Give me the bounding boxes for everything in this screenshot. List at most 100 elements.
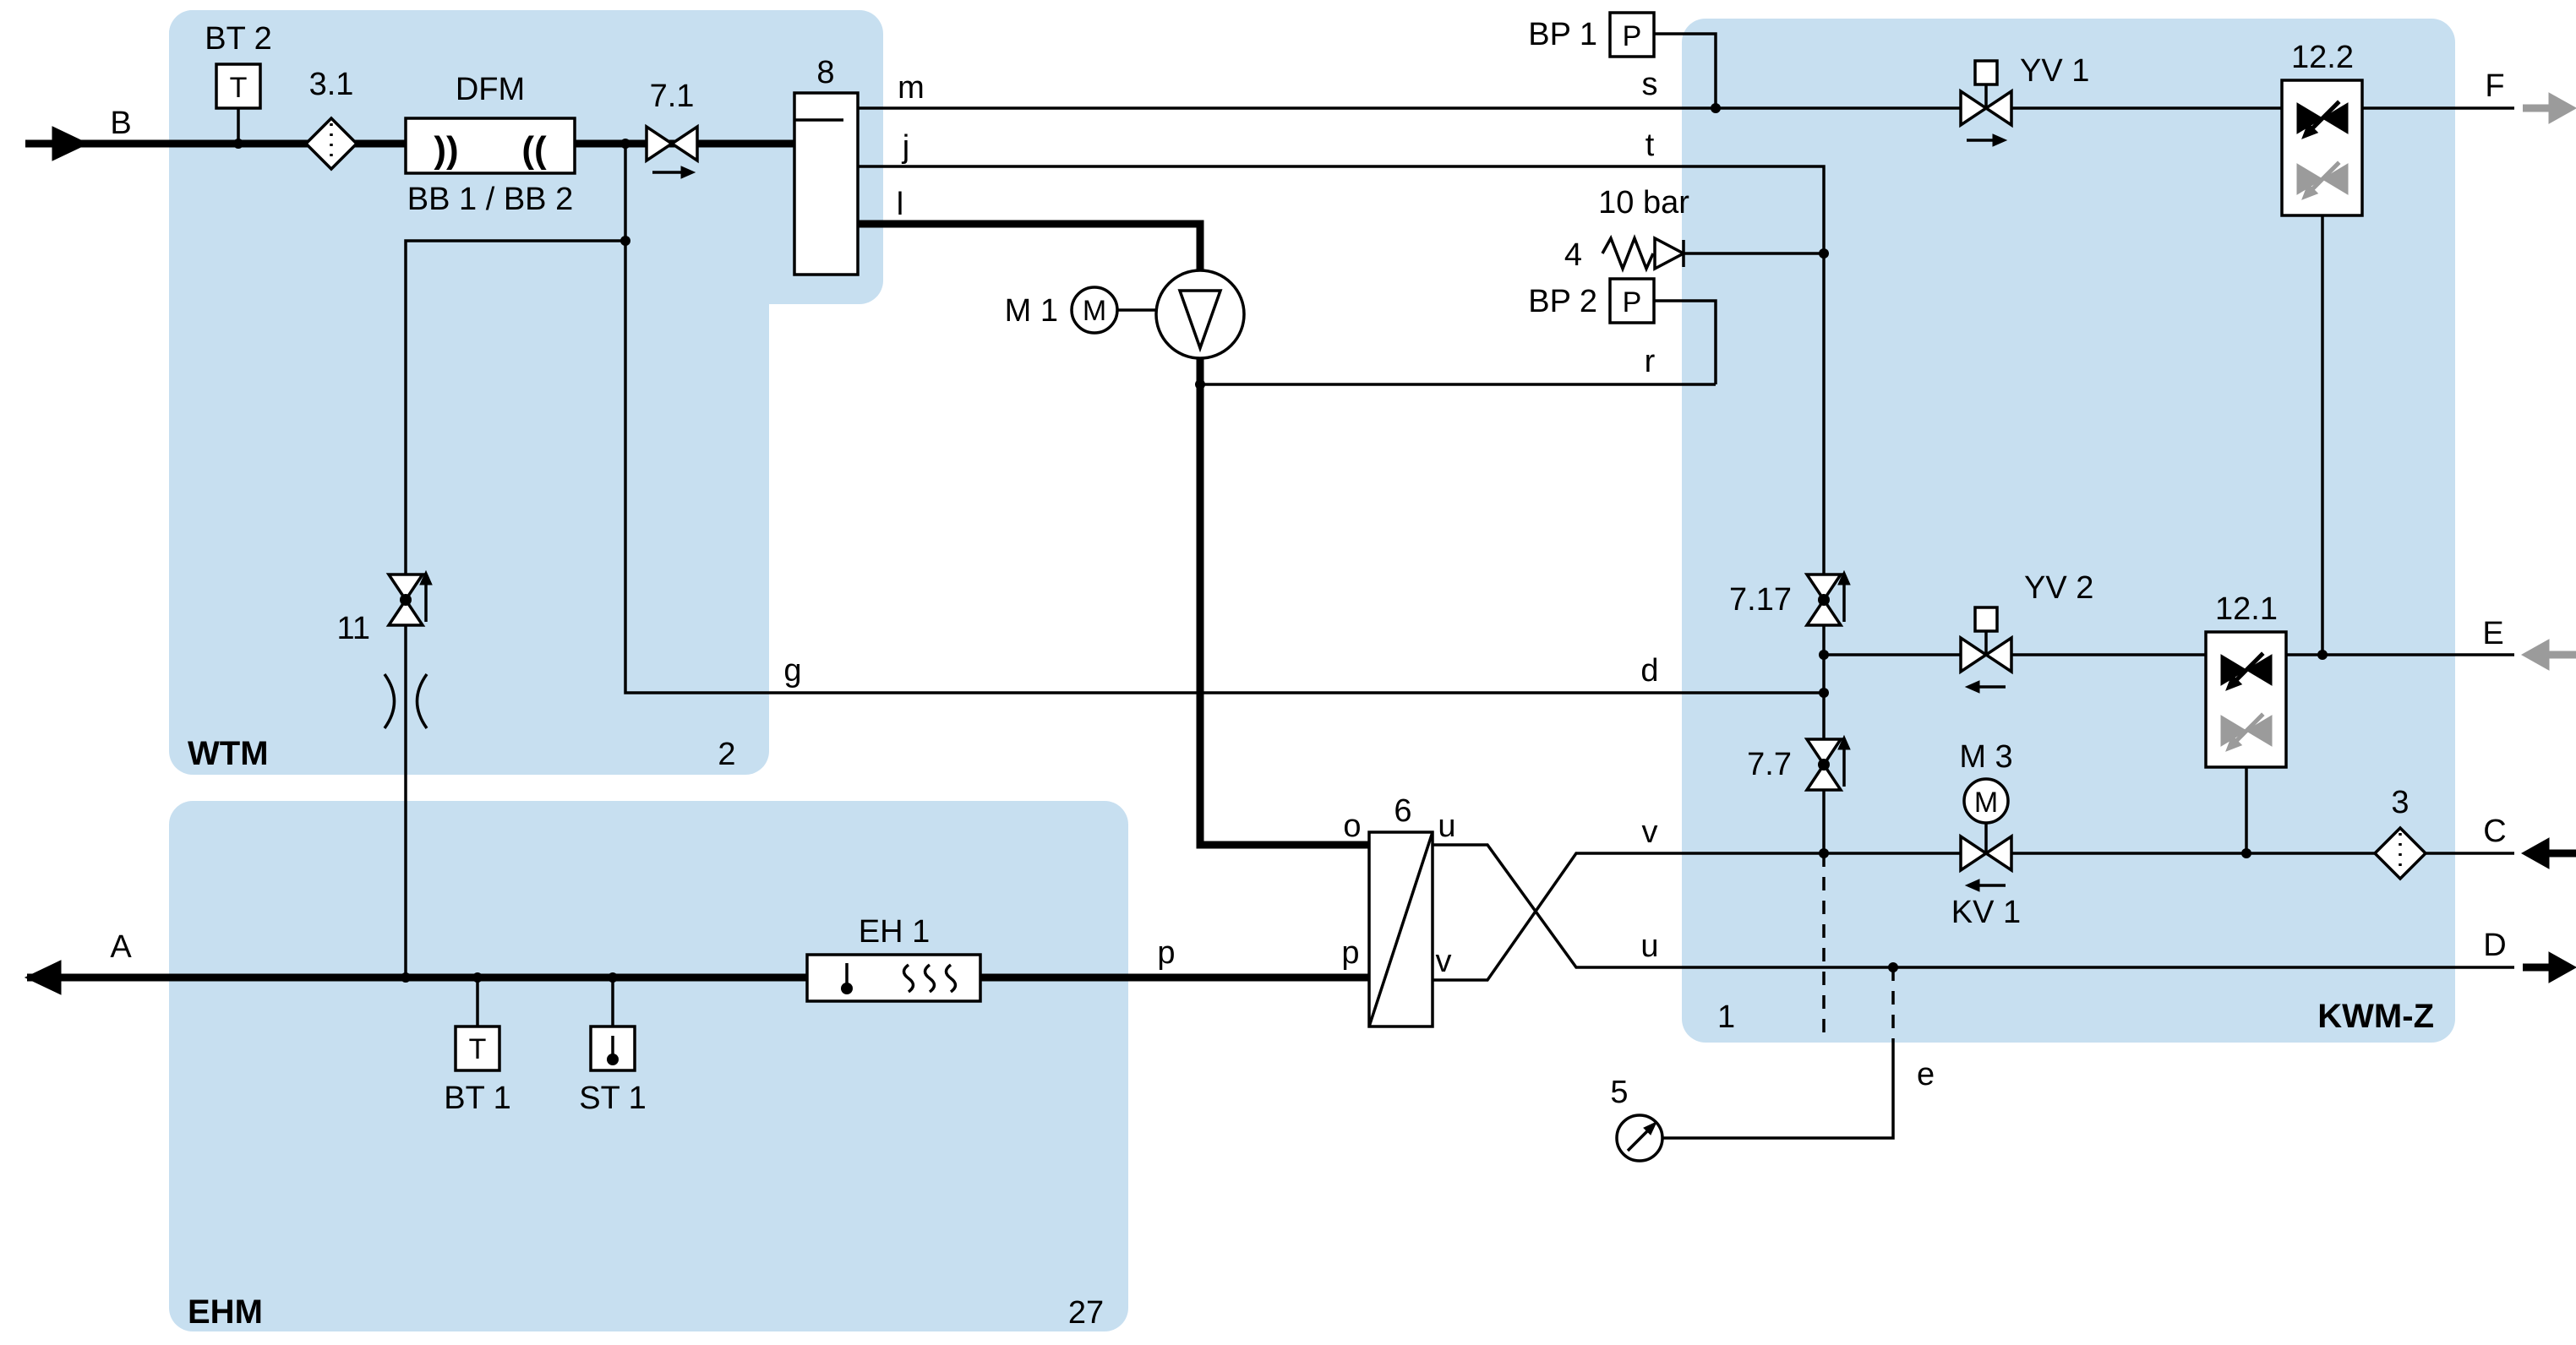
line-e: e [1917, 1057, 1935, 1092]
valve-body [1804, 761, 1844, 792]
filter-3-1: 3.1 [303, 67, 359, 172]
pressure-sensor-bp2: P BP 2 [1528, 277, 1656, 324]
hx-divider [1367, 831, 1434, 1027]
dfm-label: DFM [456, 72, 525, 107]
bp2-label: BP 2 [1528, 284, 1597, 319]
heater-eh1: EH 1 [805, 914, 982, 1003]
line-v-port: v [1436, 944, 1452, 979]
bt1-label: BT 1 [444, 1081, 511, 1116]
restrictor-arc [383, 672, 396, 730]
pipe-e-gauge-line [1662, 1043, 1895, 1140]
junction [1195, 379, 1205, 389]
check-arrow-black [2301, 100, 2341, 139]
inlet-arrow-e [2520, 639, 2550, 671]
arrow-head [2225, 734, 2243, 752]
actuator [1973, 59, 1999, 86]
module-wtm-name: WTM [188, 735, 269, 772]
motor-glyph: M [1974, 787, 1998, 819]
filter-3-label: 3 [2391, 785, 2409, 820]
bp1-label: BP 1 [1528, 17, 1597, 52]
module-wtm-number: 2 [718, 737, 735, 772]
arrow-head [2301, 182, 2319, 200]
valve-body [1959, 833, 1989, 874]
filter-3: 3 [2372, 785, 2428, 881]
flow-arrow-head [1964, 879, 1980, 892]
valve-body [1983, 634, 2013, 675]
line-p: p [1157, 935, 1175, 971]
check-valve-gray [2246, 715, 2273, 747]
pipe-valve11-branch [404, 239, 625, 977]
arrow-shaft [2235, 651, 2265, 682]
block-121-label: 12.1 [2215, 591, 2278, 627]
port-a: A [110, 929, 132, 965]
region-kwmz [1682, 19, 2455, 1043]
pipe-v-cross-to-c [1433, 852, 2514, 982]
m1-label: M 1 [1005, 293, 1058, 329]
line-d: d [1640, 653, 1658, 689]
outlet-arrow-d [2548, 951, 2576, 983]
thermometer-bulb [841, 983, 853, 994]
module-regions [169, 10, 2455, 1331]
junction [1888, 962, 1898, 972]
inlet-arrow-c [2520, 837, 2550, 869]
valve-seat-dot [1818, 759, 1830, 771]
pipe-j-t-line [858, 165, 1826, 853]
pipe-bp1-connector [1654, 32, 1717, 108]
heater-body [805, 953, 982, 1003]
pipes-thin [237, 32, 2514, 1140]
valve-seat-dot [1818, 594, 1830, 606]
pipe-pump-discharge [1196, 357, 1369, 849]
flow-meter-dfm: )) (( DFM BB 1 / BB 2 [404, 72, 576, 217]
heating-coil [902, 963, 915, 994]
tank-8-label: 8 [816, 55, 834, 90]
module-kwmz-number: 1 [1717, 999, 1735, 1035]
temperature-limiter-st1: ST 1 [579, 1025, 647, 1116]
junction [233, 139, 243, 149]
valve-body [1804, 573, 1844, 603]
junction [1819, 688, 1829, 698]
st1-label: ST 1 [579, 1081, 647, 1116]
restrictor-arc [415, 672, 428, 730]
valve-body [1983, 88, 2013, 128]
valve-body [385, 596, 426, 627]
module-labels: WTM 2 EHM 27 1 KWM-Z [188, 735, 2434, 1331]
temperature-sensor-bt1: T BT 1 [444, 1025, 511, 1116]
motor-circle [1962, 777, 2010, 825]
junction [620, 236, 630, 246]
junction [2241, 848, 2251, 858]
solenoid-valve-yv2: YV 2 [1959, 570, 2093, 694]
valve-11: 11 [337, 569, 433, 730]
heat-exchanger-6: 6 [1367, 793, 1434, 1028]
pipe-bp2-connector [1654, 299, 1717, 384]
pipe-u-cross-to-d [1433, 843, 2514, 969]
temperature-sensor-bt2: T BT 2 [205, 21, 272, 110]
dfm-emitter-left: )) [434, 129, 458, 171]
gauge-5-label: 5 [1610, 1075, 1628, 1110]
check-arrow-black [2225, 651, 2265, 691]
junction [1711, 103, 1721, 113]
sensor-box [454, 1025, 501, 1072]
valve-body [1959, 88, 1989, 128]
backflow-block-12-1: 12.1 [2204, 591, 2288, 769]
sensor-box [1608, 11, 1656, 58]
line-v: v [1642, 814, 1658, 850]
pump-m1: M M 1 [1005, 269, 1246, 360]
junction [1819, 848, 1829, 858]
sensor-glyph: P [1623, 20, 1642, 52]
arrow-shaft [2235, 712, 2265, 743]
dfm-emitter-right: (( [521, 129, 547, 171]
valve-seat-dot [400, 594, 412, 606]
m3-label: M 3 [1959, 739, 2012, 775]
check-valve-gray [2322, 163, 2349, 195]
flow-arrow-head [1992, 133, 2008, 147]
block-body [2280, 79, 2364, 217]
port-f: F [2485, 68, 2504, 104]
valve-body [1804, 596, 1844, 627]
valve-11-label: 11 [337, 611, 370, 646]
region-ehm [169, 801, 1128, 1331]
valve-body [1959, 634, 1989, 675]
block-body [2204, 630, 2288, 769]
arrow-shaft [2311, 100, 2341, 130]
port-b: B [110, 106, 131, 141]
